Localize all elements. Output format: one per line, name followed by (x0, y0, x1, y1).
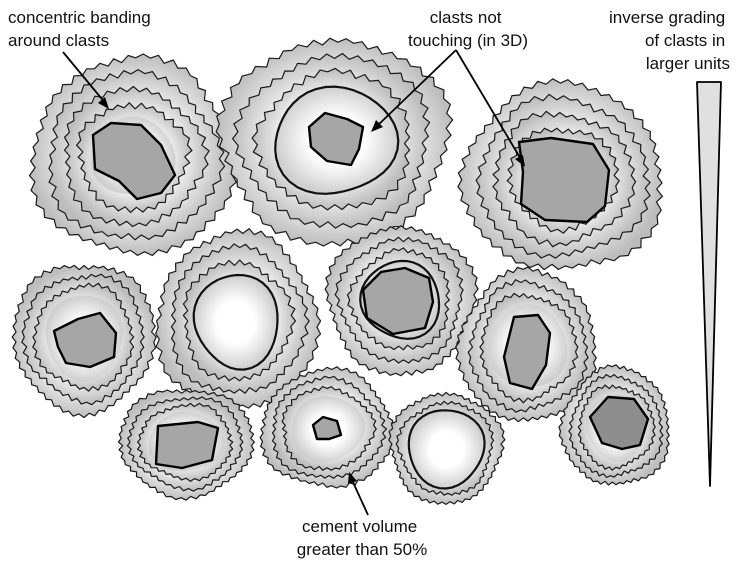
concentric-banding-label: concentric banding around clasts (8, 8, 155, 50)
clast (519, 138, 609, 222)
concentric-banding-line-2: around clasts (8, 31, 109, 50)
arrow-cement-volume (352, 480, 368, 515)
inverse-grading-label: inverse grading of clasts in larger unit… (609, 8, 730, 73)
grain-10 (389, 392, 505, 504)
inverse-grading-line-2: of clasts in (645, 31, 725, 50)
clast (156, 422, 218, 468)
grain-2 (216, 38, 453, 246)
inverse-grading-line-1: inverse grading (609, 8, 725, 27)
concentric-banding-line-1: concentric banding (8, 8, 151, 27)
cement-volume-line-1: cement volume (302, 517, 417, 536)
grain-8 (118, 390, 254, 500)
cement-volume-label: cement volume greater than 50% (297, 517, 427, 559)
cement-volume-line-2: greater than 50% (297, 540, 427, 559)
grain-1 (30, 54, 239, 256)
clasts-not-touching-line-2: touching (in 3D) (408, 31, 528, 50)
grains-layer (12, 38, 669, 504)
grain-3 (458, 79, 663, 270)
inverse-grading-wedge (697, 82, 721, 486)
inverse-grading-line-3: larger units (646, 54, 730, 73)
grain-6 (325, 226, 478, 376)
grain-4 (12, 265, 156, 417)
clast (313, 417, 341, 439)
clasts-not-touching-line-1: clasts not (430, 8, 502, 27)
clasts-not-touching-label: clasts not touching (in 3D) (408, 8, 528, 50)
